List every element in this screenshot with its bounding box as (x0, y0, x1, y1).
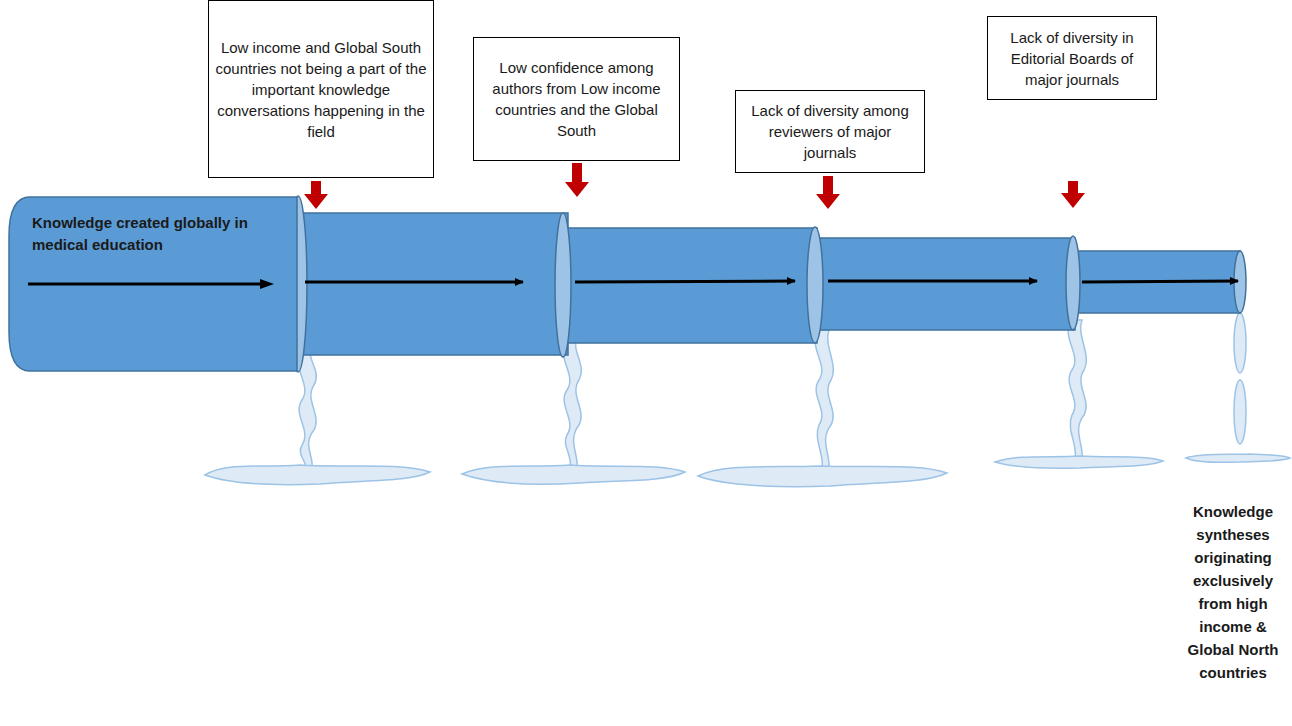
outcome-label: Knowledge syntheses originating exclusiv… (1178, 500, 1288, 684)
pipe-label: Knowledge created globally in medical ed… (8, 196, 282, 256)
flow-arrows (305, 281, 1238, 282)
callout-text: Low confidence among authors from Low in… (480, 57, 673, 141)
pipe-segments (289, 196, 1246, 372)
callout-box: Low confidence among authors from Low in… (473, 37, 680, 161)
callout-text: Lack of diversity among reviewers of maj… (742, 100, 918, 163)
pipe-segment: Knowledge created globally in medical ed… (8, 196, 298, 372)
callout-box: Low income and Global South countries no… (208, 0, 434, 178)
callout-box: Lack of diversity among reviewers of maj… (735, 90, 925, 173)
callout-text: Low income and Global South countries no… (215, 37, 427, 142)
callout-box: Lack of diversity in Editorial Boards of… (987, 16, 1157, 100)
callout-text: Lack of diversity in Editorial Boards of… (994, 27, 1150, 90)
